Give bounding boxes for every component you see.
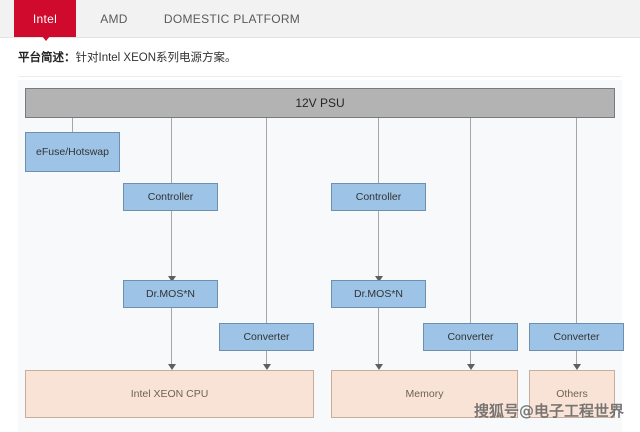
platform-description: 平台简述：针对Intel XEON系列电源方案。	[18, 49, 237, 65]
node-converter-3-label: Converter	[553, 330, 600, 343]
node-converter-1-label: Converter	[243, 330, 290, 343]
tab-domestic-platform[interactable]: DOMESTIC PLATFORM	[152, 0, 312, 37]
node-converter-2[interactable]: Converter	[423, 323, 518, 351]
arrowhead-cpu-left	[168, 364, 176, 370]
connector-drmos-left-to-cpu	[171, 308, 172, 366]
connector-psu-to-converter-2	[470, 118, 471, 328]
tab-intel[interactable]: Intel	[14, 0, 76, 37]
platform-description-label: 平台简述：	[18, 52, 76, 64]
node-12v-psu-label: 12V PSU	[295, 95, 345, 110]
arrowhead-memory-right	[467, 364, 475, 370]
node-drmos-right-label: Dr.MOS*N	[353, 287, 403, 300]
site-watermark: 搜狐号@电子工程世界	[474, 402, 625, 420]
node-intel-xeon-cpu[interactable]: Intel XEON CPU	[25, 370, 314, 418]
connector-controller-left-to-drmos	[171, 211, 172, 278]
platform-description-text: 针对Intel XEON系列电源方案。	[75, 52, 237, 64]
node-converter-1[interactable]: Converter	[219, 323, 314, 351]
node-controller-left-label: Controller	[147, 190, 194, 203]
node-intel-xeon-cpu-label: Intel XEON CPU	[130, 387, 209, 400]
node-drmos-left-label: Dr.MOS*N	[145, 287, 195, 300]
node-12v-psu[interactable]: 12V PSU	[25, 88, 615, 118]
tab-amd-label: AMD	[100, 11, 128, 26]
description-divider	[18, 76, 622, 77]
connector-controller-right-to-drmos	[378, 211, 379, 278]
node-controller-right-label: Controller	[355, 190, 402, 203]
connector-psu-to-controller-left	[171, 118, 172, 188]
node-others[interactable]: Others	[529, 370, 615, 418]
platform-tab-bar: Intel AMD DOMESTIC PLATFORM	[0, 0, 640, 38]
arrowhead-cpu-right	[263, 364, 271, 370]
node-efuse-hotswap-label: eFuse/Hotswap	[36, 145, 109, 158]
node-memory-label: Memory	[405, 387, 444, 400]
node-efuse-hotswap[interactable]: eFuse/Hotswap	[25, 132, 120, 172]
arrowhead-memory-left	[375, 364, 383, 370]
arrowhead-others	[573, 364, 581, 370]
tab-intel-label: Intel	[32, 11, 58, 26]
connector-converter-1-to-cpu	[266, 351, 267, 366]
power-architecture-diagram: 12V PSU eFuse/Hotswap Controller Control…	[18, 80, 624, 432]
connector-psu-to-controller-right	[378, 118, 379, 188]
connector-converter-3-to-others	[576, 351, 577, 366]
tab-domestic-platform-label: DOMESTIC PLATFORM	[163, 11, 301, 26]
connector-drmos-right-to-memory	[378, 308, 379, 366]
node-controller-left[interactable]: Controller	[123, 183, 218, 211]
tab-amd[interactable]: AMD	[76, 0, 152, 37]
arrowhead-drmos-left	[168, 276, 176, 282]
node-memory[interactable]: Memory	[331, 370, 518, 418]
connector-psu-to-converter-3	[576, 118, 577, 328]
connector-psu-to-converter-1	[266, 118, 267, 328]
connector-converter-2-to-memory	[470, 351, 471, 366]
node-others-label: Others	[556, 387, 588, 400]
arrowhead-drmos-right	[375, 276, 383, 282]
node-drmos-right[interactable]: Dr.MOS*N	[331, 280, 426, 308]
node-converter-3[interactable]: Converter	[529, 323, 624, 351]
node-controller-right[interactable]: Controller	[331, 183, 426, 211]
active-tab-caret-icon	[42, 36, 50, 41]
node-drmos-left[interactable]: Dr.MOS*N	[123, 280, 218, 308]
node-converter-2-label: Converter	[447, 330, 494, 343]
connector-psu-to-efuse	[72, 118, 73, 142]
